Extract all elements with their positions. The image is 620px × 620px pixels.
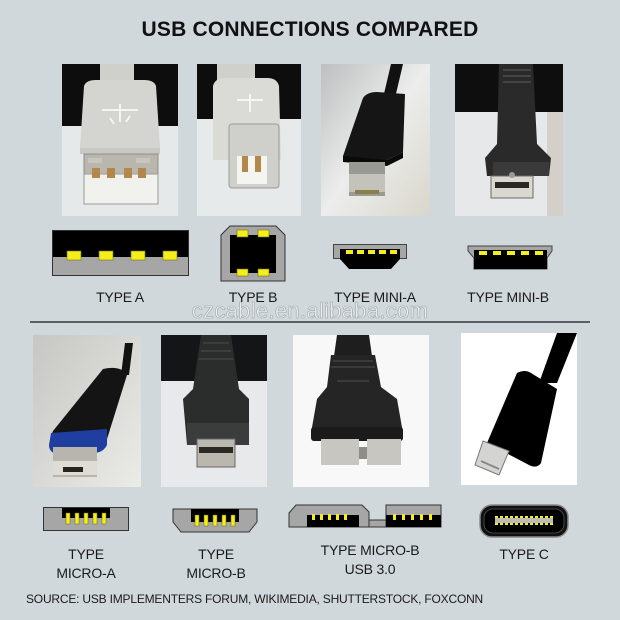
type-micro-b-label-line2: MICRO-B (186, 565, 246, 581)
type-mini-a-connector-diagram (333, 244, 407, 270)
type-mini-b-label: TYPE MINI-B (467, 289, 549, 305)
type-micro-b-usb3-connector-diagram (288, 504, 442, 528)
type-micro-a-label-line2: MICRO-A (56, 565, 116, 581)
type-micro-a-label-line1: TYPE (68, 546, 104, 562)
watermark: czcable.en.alibaba.com (191, 298, 429, 324)
type-c-connector-diagram (479, 504, 569, 538)
type-micro-b-label-line1: TYPE (198, 546, 234, 562)
type-a-label: TYPE A (96, 289, 144, 305)
type-micro-b-usb3-label: TYPE MICRO-B USB 3.0 (300, 541, 440, 579)
section-divider (30, 321, 590, 323)
type-micro-b-connector-diagram (172, 508, 258, 533)
source-credit: SOURCE: USB IMPLEMENTERS FORUM, WIKIMEDI… (26, 592, 484, 606)
type-micro-b-label: TYPE MICRO-B (156, 545, 276, 583)
type-a-connector-diagram (52, 230, 189, 276)
type-micro-a-connector-diagram (43, 507, 129, 531)
type-a-photo (62, 64, 178, 216)
type-c-label: TYPE C (464, 545, 584, 564)
type-micro-a-photo (33, 335, 141, 487)
type-b-photo (197, 64, 301, 216)
type-mini-a-label: TYPE MINI-A (334, 289, 416, 305)
type-c-label-line1: TYPE C (499, 546, 549, 562)
type-b-label: TYPE B (228, 289, 278, 305)
type-micro-b-usb3-photo (293, 335, 429, 487)
page-title: USB CONNECTIONS COMPARED (141, 18, 479, 41)
type-mini-a-photo (321, 64, 430, 216)
type-mini-b-photo (455, 64, 563, 216)
type-micro-b-usb3-label-line1: TYPE MICRO-B (320, 542, 420, 558)
type-micro-b-photo (161, 335, 267, 487)
type-c-photo (461, 333, 577, 485)
type-micro-a-label: TYPE MICRO-A (26, 545, 146, 583)
type-b-connector-diagram (220, 225, 286, 282)
type-micro-b-usb3-label-line2: USB 3.0 (344, 561, 396, 577)
type-mini-b-connector-diagram (467, 245, 553, 270)
